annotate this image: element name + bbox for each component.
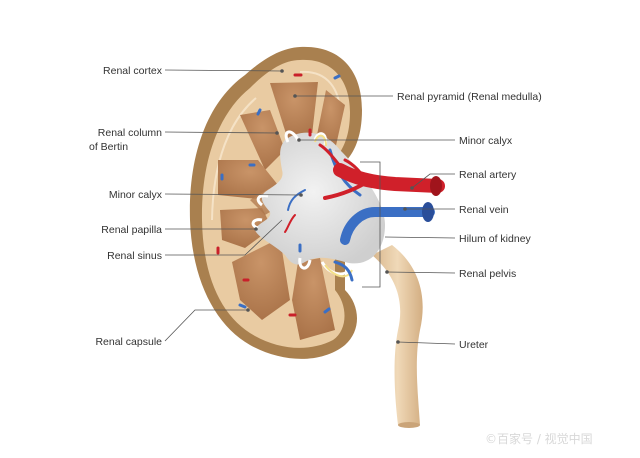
label-renal-artery: Renal artery [459,169,517,181]
label-renal-vein: Renal vein [459,204,509,216]
label-renal-pelvis: Renal pelvis [459,268,516,280]
renal-artery-vessel [284,143,445,233]
renal-vein-opening [422,202,434,222]
label-renal-column-line1: Renal column [98,127,162,139]
minor-calyx-cups [251,130,352,276]
label-renal-cortex: Renal cortex [103,65,163,77]
hilum-bracket [360,161,381,288]
label-ureter: Ureter [459,339,489,351]
label-minor-calyx-right: Minor calyx [459,135,513,147]
renal-artery-opening [430,176,442,196]
leader-lines [164,69,456,345]
cortex-vessels [216,73,341,317]
label-hilum: Hilum of kidney [459,233,532,245]
label-renal-sinus: Renal sinus [107,250,162,262]
label-minor-calyx-left: Minor calyx [109,189,163,201]
label-renal-papilla: Renal papilla [101,224,162,236]
label-renal-capsule: Renal capsule [95,336,162,348]
label-renal-column-line2: of Bertin [89,141,128,153]
ureter-end [398,422,420,428]
label-renal-pyramid: Renal pyramid (Renal medulla) [397,91,542,103]
ureter-tube [372,245,423,425]
watermark: ©百家号 / 视觉中国 [485,431,593,446]
